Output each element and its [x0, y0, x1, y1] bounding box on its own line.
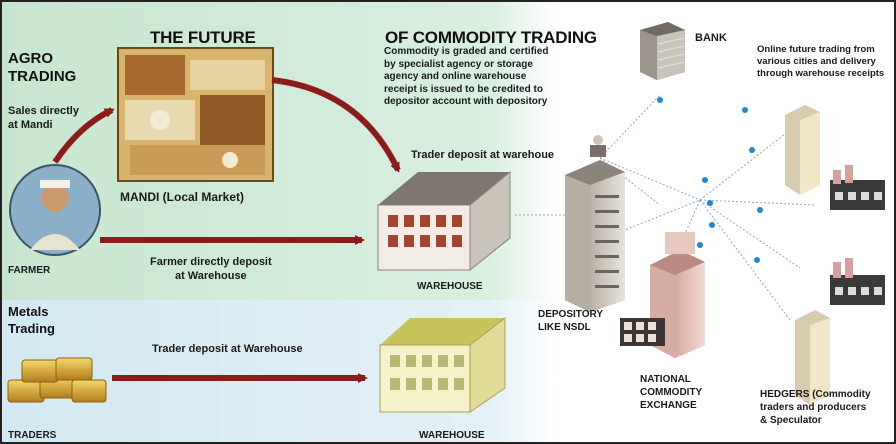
arrow-farmer-to-mandi	[52, 107, 115, 164]
mandi-photo	[117, 47, 274, 182]
arrow-mandi-to-warehouse	[271, 77, 401, 173]
exchange-building-icon	[620, 232, 705, 358]
network-nodes	[657, 97, 763, 263]
farmer-label: FARMER	[8, 265, 51, 276]
depository-building-icon	[565, 160, 625, 312]
trader-deposit-warehouse-label: Trader deposit at warehoue	[411, 149, 555, 161]
title-of-commodity-trading: OF COMMODITY TRADING	[385, 28, 597, 47]
trader-deposit-metals-label: Trader deposit at Warehouse	[152, 343, 303, 355]
farmer-photo	[9, 164, 101, 256]
factory-icon	[830, 165, 885, 305]
mandi-label: MANDI (Local Market)	[120, 190, 245, 204]
traders-label: TRADERS	[8, 430, 57, 441]
gold-bars-icon	[7, 357, 107, 403]
trader-icon	[590, 135, 606, 157]
office-building-icon	[785, 105, 830, 405]
bank-label: BANK	[695, 32, 727, 44]
warehouse-icon-bottom	[379, 316, 506, 413]
warehouse-bottom-label: WAREHOUSE	[419, 430, 485, 441]
title-the-future: THE FUTURE	[150, 28, 256, 47]
warehouse-icon	[377, 170, 511, 272]
bank-building-icon	[640, 22, 685, 80]
warehouse-top-label: WAREHOUSE	[417, 281, 483, 292]
